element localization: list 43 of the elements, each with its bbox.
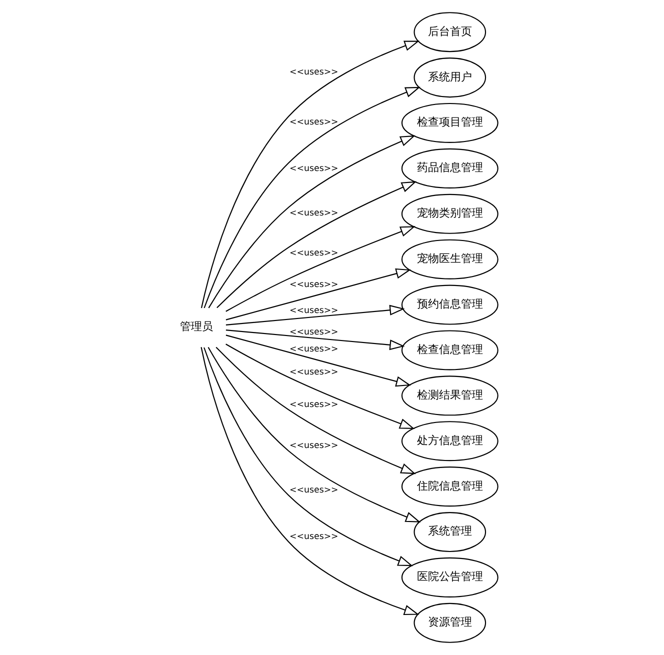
arrow <box>225 334 411 387</box>
arrow <box>225 226 415 312</box>
node-ellipse: 医院公告管理 <box>400 557 498 598</box>
arrow <box>216 181 416 308</box>
arrow <box>215 346 416 474</box>
edge-label: <<uses>> <box>289 118 338 128</box>
edge-label: <<uses>> <box>289 532 338 542</box>
edge-label: <<uses>> <box>289 208 338 218</box>
edge-label: <<uses>> <box>289 327 338 338</box>
arrow <box>203 347 413 566</box>
edge-label: <<uses>> <box>289 280 338 290</box>
edge-label: <<uses>> <box>289 306 338 316</box>
edge-label: <<uses>> <box>289 164 338 174</box>
arrow <box>208 135 415 308</box>
arrow <box>200 40 420 308</box>
node-ellipse: 住院信息管理 <box>400 466 498 507</box>
edge-label: <<uses>> <box>289 485 338 496</box>
node-ellipse: 检查项目管理 <box>400 102 498 144</box>
node-ellipse: 检查信息管理 <box>400 330 498 370</box>
arrow <box>203 86 420 308</box>
node-ellipse: 药品信息管理 <box>400 148 498 188</box>
node-ellipse: 后台首页 <box>413 12 486 52</box>
edge-label: <<uses>> <box>289 441 338 452</box>
arrow <box>200 347 419 616</box>
arrow <box>225 330 404 350</box>
edge-label: <<uses>> <box>289 344 338 355</box>
edge-label: <<uses>> <box>289 367 338 378</box>
arrow <box>225 304 404 326</box>
node-ellipse: 宠物类别管理 <box>400 194 498 234</box>
node-ellipse: 资源管理 <box>413 602 486 643</box>
node-ellipse: 系统用户 <box>413 58 486 98</box>
node-ellipse: 检测结果管理 <box>400 376 498 416</box>
node-ellipse: 处方信息管理 <box>400 421 498 462</box>
node-ellipse: 系统管理 <box>413 512 486 552</box>
node-ellipse: 宠物医生管理 <box>400 239 498 280</box>
arrow <box>225 344 414 429</box>
edge-label: <<uses>> <box>289 248 338 258</box>
arrow <box>207 346 420 522</box>
node-ellipse: 预约信息管理 <box>400 284 498 325</box>
node-text: 管理员 <box>180 320 213 334</box>
arrow <box>225 268 411 320</box>
edge-label: <<uses>> <box>289 68 338 78</box>
edge-label: <<uses>> <box>289 400 338 410</box>
